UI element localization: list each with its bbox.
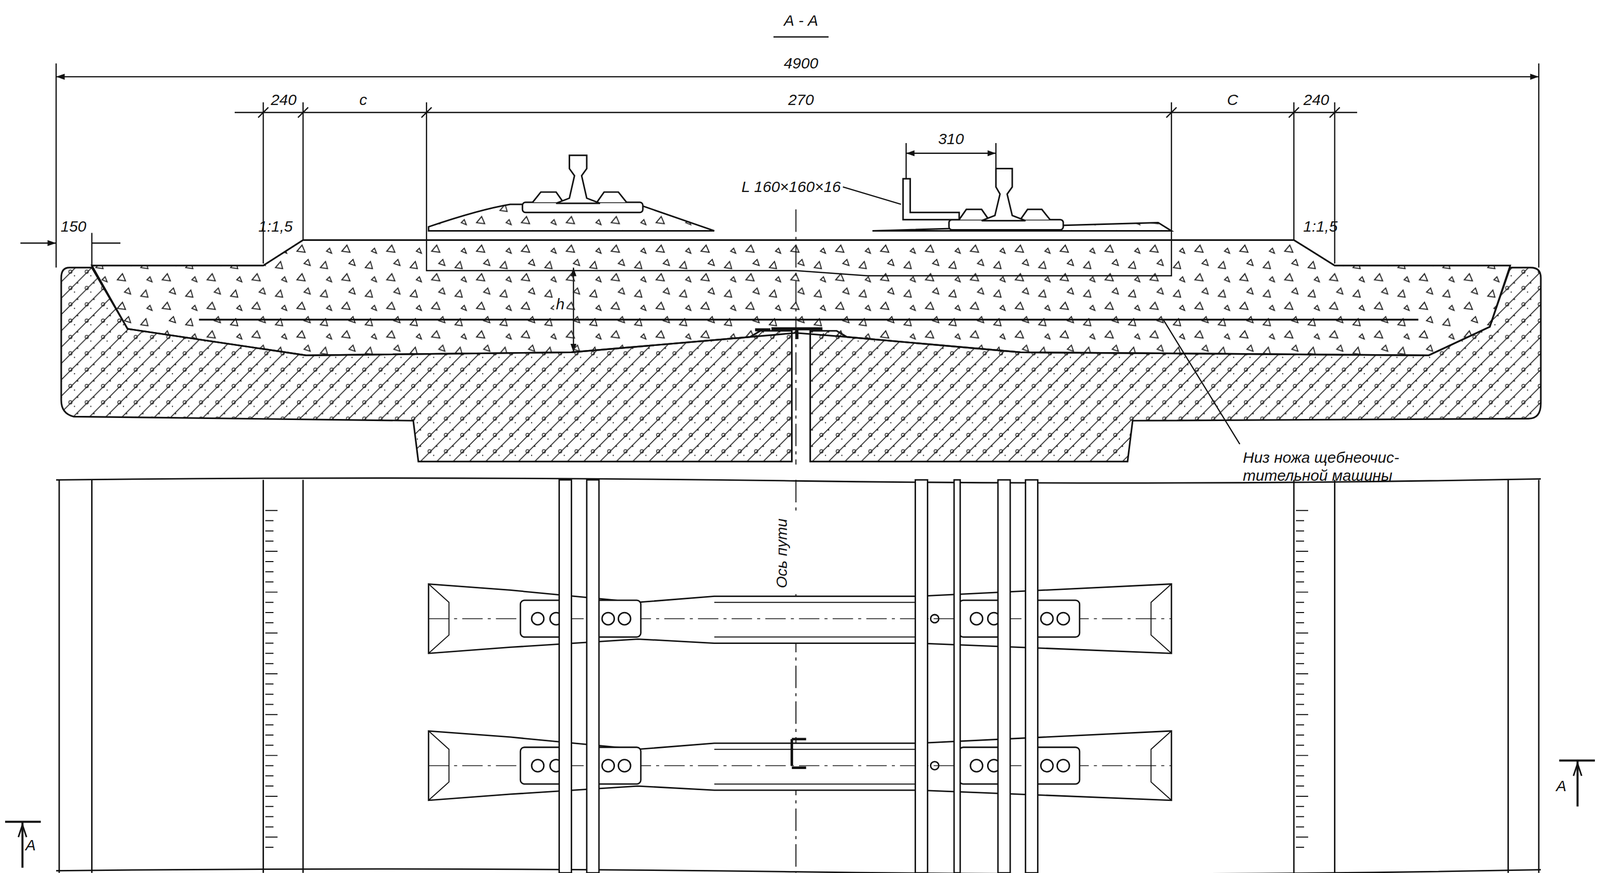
drawing-stroke — [58, 479, 61, 873]
drawing-stroke — [426, 102, 428, 241]
drawing-stroke — [91, 479, 93, 873]
drawing-stroke — [428, 584, 1172, 654]
dimension-value: 150 — [60, 217, 87, 236]
drawing-stroke — [531, 612, 544, 625]
drawing-stroke — [795, 209, 797, 465]
drawing-stroke — [1333, 102, 1335, 264]
drawing-stroke — [995, 143, 997, 172]
drawing-stroke — [714, 602, 919, 637]
ballast-prism — [91, 239, 1510, 356]
drawing-stroke — [302, 102, 304, 241]
slope-label: 1:1,5 — [1303, 217, 1338, 236]
drawing-stroke — [970, 612, 983, 625]
drawing-stroke — [905, 143, 907, 182]
dimension-value: 240 — [270, 91, 297, 110]
drawing-stroke — [91, 232, 93, 268]
drawing-stroke — [754, 328, 823, 340]
drawing-stroke — [556, 155, 601, 204]
track-superstructure — [428, 155, 1172, 232]
drawing-stroke — [997, 479, 1011, 873]
note-text: Низ ножа щебнеочис- тительной машины — [1242, 448, 1421, 485]
drawing-stroke — [262, 479, 265, 873]
drawing-stroke — [428, 584, 1172, 654]
drawing-stroke — [426, 239, 1172, 276]
section-title: А - А — [783, 11, 819, 30]
drawing-stroke — [903, 178, 960, 220]
drawing-stroke — [1170, 102, 1172, 241]
drawing-stroke — [258, 107, 1341, 118]
drawing-stroke — [1295, 510, 1309, 848]
drawing-stroke — [906, 152, 996, 154]
drawing-stroke — [773, 36, 829, 38]
section-markers — [5, 37, 1595, 868]
drawing-stroke — [1293, 102, 1295, 241]
drawing-stroke — [618, 612, 631, 625]
drawing-stroke — [199, 318, 1419, 321]
drawing-stroke — [1573, 763, 1582, 776]
drawing-stroke — [792, 739, 807, 768]
drawing-stroke — [91, 239, 1510, 356]
drawing-stroke — [302, 479, 304, 873]
slope-label: 1:1,5 — [258, 217, 293, 236]
section-letter: А — [1556, 776, 1567, 795]
drawing-stroke — [1025, 479, 1039, 873]
drawing-stroke — [795, 479, 797, 514]
drawing-stroke — [602, 612, 615, 625]
drawing-stroke — [18, 824, 27, 837]
drawing-stroke — [915, 479, 928, 873]
dimension-letter: h — [553, 295, 567, 314]
profile-callout: L 160×160×16 — [741, 178, 841, 197]
dimension-value: 270 — [787, 91, 814, 110]
drawing-stroke — [559, 479, 572, 873]
dimension-value: 310 — [938, 129, 964, 148]
drawing-stroke — [428, 730, 1172, 801]
drawing-stroke — [930, 614, 939, 623]
axis-label: Ось пути — [772, 516, 791, 591]
drawing-stroke — [1293, 479, 1295, 873]
drawing-stroke — [20, 242, 57, 244]
drawing-stroke — [586, 479, 600, 873]
drawing-stroke — [954, 479, 961, 873]
drawing-stroke — [262, 102, 264, 264]
dimension-value: 240 — [1303, 91, 1330, 110]
drawing-stroke — [265, 510, 278, 848]
dimension-value: с — [359, 91, 367, 110]
drawing-stroke — [91, 242, 121, 244]
drawing-stroke — [1507, 479, 1509, 873]
drawing-stroke — [981, 168, 1026, 221]
drawing-stroke — [1538, 479, 1540, 873]
dimension-value: С — [1226, 91, 1239, 110]
drawing-stroke — [56, 868, 1541, 873]
drawing-stroke — [1538, 63, 1540, 268]
drawing-stroke — [1333, 479, 1336, 873]
drawing-stroke — [842, 186, 902, 205]
drawing-stroke — [559, 479, 1039, 873]
drawing-stroke — [428, 584, 1172, 654]
drawing-stroke — [5, 821, 41, 868]
section-letter: А — [25, 835, 36, 854]
drawing-stroke — [234, 111, 1358, 113]
drawing-stroke — [1040, 612, 1053, 625]
drawing-stroke — [55, 63, 57, 268]
drawing-stroke — [1057, 612, 1070, 625]
dimension-value: 4900 — [783, 54, 819, 73]
drawing-stroke — [56, 76, 1539, 78]
plan-view — [56, 478, 1541, 873]
